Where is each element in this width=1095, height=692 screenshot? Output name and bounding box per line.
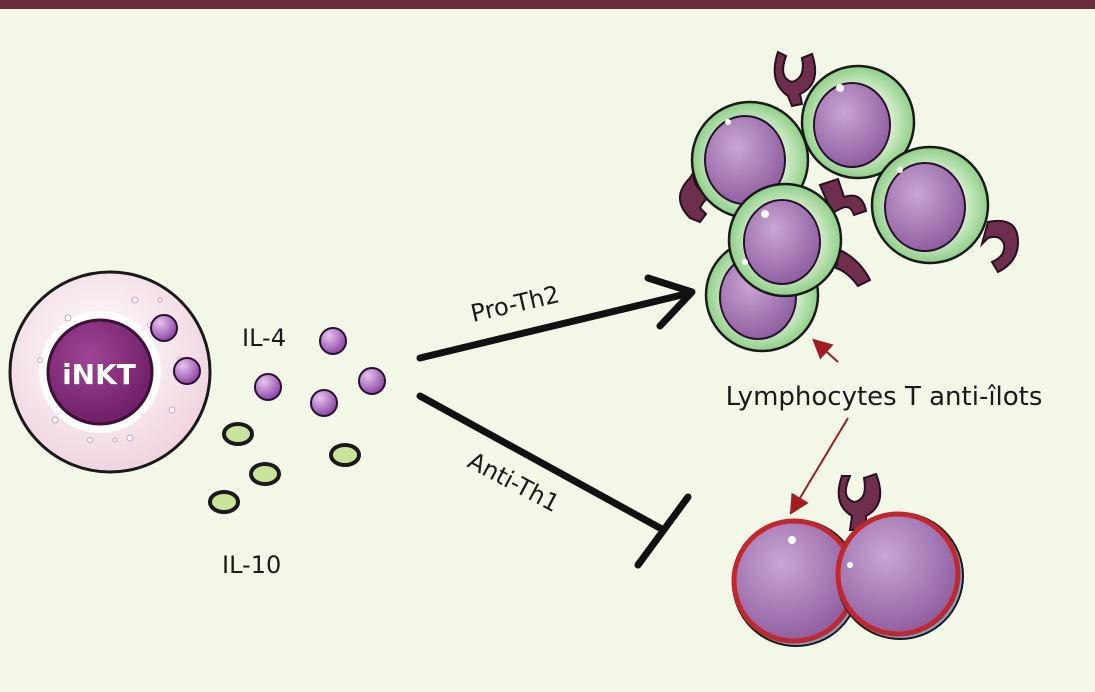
receptor-icon xyxy=(980,220,1020,274)
il10-particle xyxy=(208,490,240,514)
receptor-icon xyxy=(818,177,868,217)
th2-lymphocyte-cluster xyxy=(679,50,1020,353)
il10-particle xyxy=(329,443,361,467)
il4-particle xyxy=(358,367,386,395)
th2-cell xyxy=(870,145,990,265)
lymphocytes-pointers xyxy=(789,338,849,515)
anti-th1-inhibitor xyxy=(416,392,692,569)
il4-particle xyxy=(254,373,282,401)
receptor-icon xyxy=(834,248,872,288)
il10-particle xyxy=(222,422,254,446)
th1-cell xyxy=(835,511,964,640)
top-bar xyxy=(0,0,1095,9)
il4-label: IL-4 xyxy=(242,324,286,352)
il10-particle xyxy=(249,462,281,486)
th1-lymphocyte-pair xyxy=(731,472,964,647)
il4-particle xyxy=(319,327,347,355)
receptor-icon xyxy=(773,50,816,108)
th2-cell xyxy=(727,182,843,298)
receptor-icon xyxy=(837,472,882,531)
il4-particle xyxy=(310,389,338,417)
il10-label: IL-10 xyxy=(222,551,281,579)
inkt-cell xyxy=(8,270,212,474)
th2-cell xyxy=(800,64,916,180)
lymphocytes-label: Lymphocytes T anti-îlots xyxy=(726,382,1043,412)
il10-particles xyxy=(208,422,361,514)
pro-th2-arrow xyxy=(416,274,696,362)
il4-particles xyxy=(254,327,386,417)
inkt-label: iNKT xyxy=(62,358,136,391)
anti-th1-label: Anti-Th1 xyxy=(463,447,564,518)
pro-th2-label: Pro-Th2 xyxy=(468,280,562,328)
